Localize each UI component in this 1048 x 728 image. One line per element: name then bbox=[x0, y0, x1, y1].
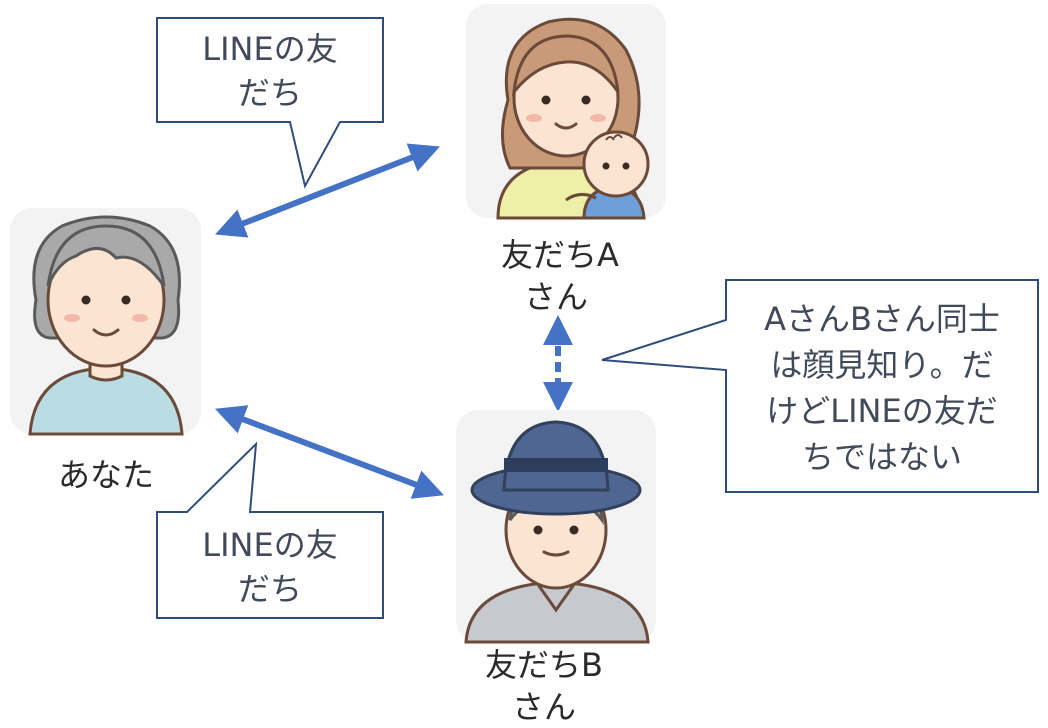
arrow-you-to-friend-b bbox=[214, 405, 445, 499]
callout-bottom-bubble bbox=[156, 441, 384, 619]
friend-a-portrait bbox=[466, 4, 666, 220]
callout-right-line1: AさんBさん同士 bbox=[764, 300, 1000, 338]
friend-b-portrait bbox=[456, 410, 656, 644]
label-friend-a-line2: さん bbox=[524, 278, 588, 316]
callout-right-line2: は顔見知り。だ bbox=[770, 346, 993, 384]
arrow-you-to-friend-a bbox=[215, 143, 440, 238]
callout-top-line2: だち bbox=[238, 74, 302, 112]
label-friend-b-line1: 友だちB bbox=[485, 646, 603, 684]
callout-bottom-line1: LINEの友 bbox=[202, 526, 337, 564]
callout-top-line1: LINEの友 bbox=[202, 30, 337, 68]
callout-right-line4: ちではない bbox=[802, 438, 962, 476]
label-friend-b-line2: さん bbox=[512, 688, 576, 726]
callout-right-line3: けどLINEの友だ bbox=[766, 392, 997, 430]
you-portrait bbox=[10, 208, 201, 436]
callout-bottom-line2: だち bbox=[238, 570, 302, 608]
callout-right-bubble bbox=[601, 279, 1039, 493]
label-you: あなた bbox=[58, 456, 154, 494]
label-friend-a-line1: 友だちA bbox=[501, 236, 619, 274]
